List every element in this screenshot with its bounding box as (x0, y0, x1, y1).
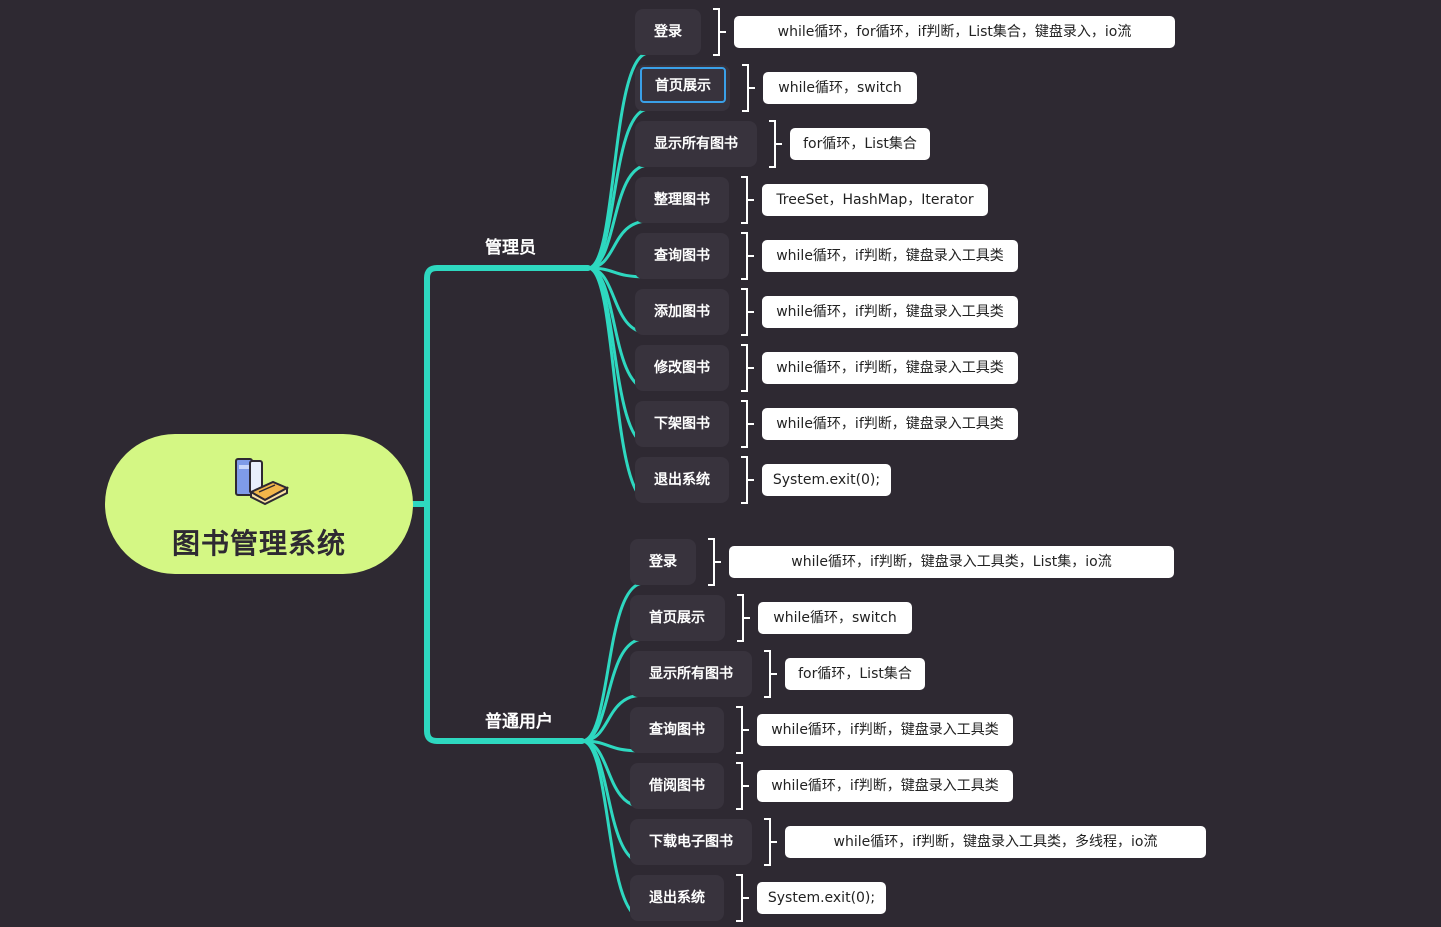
branch-connector (580, 581, 684, 743)
summary-note[interactable]: while循环，if判断，键盘录入工具类 (762, 240, 1018, 272)
leaf-topic[interactable]: 查询图书 (635, 233, 729, 279)
leaf-topic-label: 显示所有图书 (649, 666, 733, 682)
leaf-topic-label: 登录 (654, 24, 682, 40)
leaf-topic-label: 登录 (649, 554, 677, 570)
leaf-topic[interactable]: 下架图书 (635, 401, 729, 447)
leaf-topic[interactable]: 首页展示 (635, 65, 730, 111)
leaf-topic-label: 添加图书 (654, 304, 710, 320)
summary-note[interactable]: while循环，if判断，键盘录入工具类 (757, 770, 1013, 802)
summary-note[interactable]: while循环，if判断，键盘录入工具类，多线程，io流 (785, 826, 1206, 858)
leaf-topic[interactable]: 登录 (635, 9, 701, 55)
leaf-topic-label: 修改图书 (654, 360, 710, 376)
summary-note[interactable]: while循环，switch (758, 602, 912, 634)
leaf-topic[interactable]: 登录 (630, 539, 696, 585)
leaf-topic-label: 首页展示 (649, 610, 705, 626)
leaf-topic[interactable]: 退出系统 (630, 875, 724, 921)
books-icon (233, 456, 290, 506)
leaf-topic-label: 下载电子图书 (649, 834, 733, 850)
summary-note[interactable]: while循环，for循环，if判断，List集合，键盘录入，io流 (734, 16, 1175, 48)
leaf-topic[interactable]: 整理图书 (635, 177, 729, 223)
leaf-topic-label: 下架图书 (654, 416, 710, 432)
summary-note[interactable]: while循环，if判断，键盘录入工具类 (757, 714, 1013, 746)
leaf-topic-label: 退出系统 (654, 472, 710, 488)
summary-note[interactable]: for循环，List集合 (785, 658, 925, 690)
leaf-topic[interactable]: 下载电子图书 (630, 819, 752, 865)
leaf-topic-label: 退出系统 (649, 890, 705, 906)
summary-bracket (736, 762, 749, 810)
leaf-topic[interactable]: 添加图书 (635, 289, 729, 335)
leaf-topic[interactable]: 显示所有图书 (635, 121, 757, 167)
branch-connector (586, 107, 718, 270)
summary-bracket (741, 176, 754, 224)
branch-label-admin[interactable]: 管理员 (485, 238, 536, 258)
summary-note[interactable]: while循环，if判断，键盘录入工具类 (762, 296, 1018, 328)
summary-bracket (736, 874, 749, 922)
summary-bracket (741, 344, 754, 392)
summary-note[interactable]: while循环，switch (763, 72, 917, 104)
trunk-connector (410, 265, 591, 744)
summary-bracket (708, 538, 721, 586)
summary-note[interactable]: while循环，if判断，键盘录入工具类，List集，io流 (729, 546, 1174, 578)
root-topic[interactable]: 图书管理系统 (105, 434, 413, 574)
leaf-topic-label: 查询图书 (649, 722, 705, 738)
leaf-topic[interactable]: 退出系统 (635, 457, 729, 503)
branch-label-user[interactable]: 普通用户 (485, 712, 553, 732)
root-title: 图书管理系统 (171, 527, 346, 560)
leaf-topic-label: 查询图书 (654, 248, 710, 264)
summary-note[interactable]: System.exit(0); (762, 464, 891, 496)
leaf-topic-label: 借阅图书 (649, 778, 705, 794)
summary-note[interactable]: while循环，if判断，键盘录入工具类 (762, 352, 1018, 384)
summary-note[interactable]: TreeSet，HashMap，Iterator (762, 184, 988, 216)
summary-note[interactable]: while循环，if判断，键盘录入工具类 (762, 408, 1018, 440)
summary-bracket (742, 64, 755, 112)
leaf-topic[interactable]: 借阅图书 (630, 763, 724, 809)
branch-connector (586, 51, 689, 270)
summary-bracket (737, 594, 750, 642)
summary-note[interactable]: for循环，List集合 (790, 128, 930, 160)
summary-bracket (769, 120, 782, 168)
leaf-topic-label: 首页展示 (640, 67, 726, 103)
leaf-topic[interactable]: 首页展示 (630, 595, 725, 641)
summary-bracket (741, 288, 754, 336)
leaf-topic[interactable]: 修改图书 (635, 345, 729, 391)
leaf-topic-label: 显示所有图书 (654, 136, 738, 152)
leaf-topic-label: 整理图书 (654, 192, 710, 208)
summary-bracket (741, 400, 754, 448)
summary-bracket (764, 818, 777, 866)
summary-bracket (736, 706, 749, 754)
summary-bracket (741, 232, 754, 280)
summary-bracket (741, 456, 754, 504)
summary-note[interactable]: System.exit(0); (757, 882, 886, 914)
leaf-topic[interactable]: 显示所有图书 (630, 651, 752, 697)
leaf-topic[interactable]: 查询图书 (630, 707, 724, 753)
summary-bracket (764, 650, 777, 698)
summary-bracket (713, 8, 726, 56)
